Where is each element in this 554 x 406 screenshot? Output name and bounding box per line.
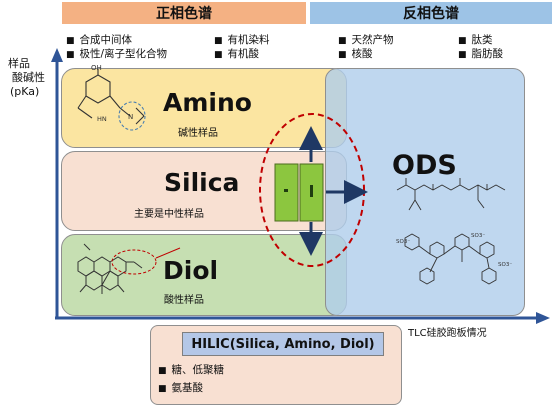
silica-desc: 主要是中性样品 (134, 209, 204, 220)
reverse-phase-item: 脂肪酸 (458, 46, 504, 63)
normal-phase-header: 正相色谱 (62, 2, 306, 24)
reverse-phase-item: 核酸 (338, 46, 373, 63)
y-axis-label-line: 酸碱性 (12, 71, 45, 84)
y-axis-label: 样品 酸碱性 (pKa) (4, 57, 60, 99)
y-axis-label-line: 样品 (8, 57, 30, 70)
hilic-item: 糖、低聚糖 (158, 362, 225, 379)
y-axis-label-line: (pKa) (10, 85, 40, 98)
diol-desc: 酸性样品 (164, 295, 204, 306)
hilic-title: HILIC(Silica, Amino, Diol) (182, 332, 384, 356)
reverse-phase-item: 天然产物 (338, 32, 394, 49)
ods-phase-box (325, 68, 525, 316)
diol-label: Diol (163, 256, 219, 285)
ods-label: ODS (392, 150, 457, 181)
reverse-phase-item: 肽类 (458, 32, 493, 49)
normal-phase-item: 有机染料 (214, 32, 270, 49)
silica-label: Silica (164, 168, 240, 197)
normal-phase-item: 极性/离子型化合物 (66, 46, 168, 63)
amino-desc: 碱性样品 (178, 128, 218, 139)
hilic-item: 氨基酸 (158, 380, 204, 397)
reverse-phase-header: 反相色谱 (310, 2, 552, 24)
normal-phase-item: 有机酸 (214, 46, 260, 63)
x-axis-label: TLC硅胶跑板情况 (408, 328, 487, 339)
amino-label: Amino (163, 88, 252, 117)
normal-phase-item: 合成中间体 (66, 32, 133, 49)
